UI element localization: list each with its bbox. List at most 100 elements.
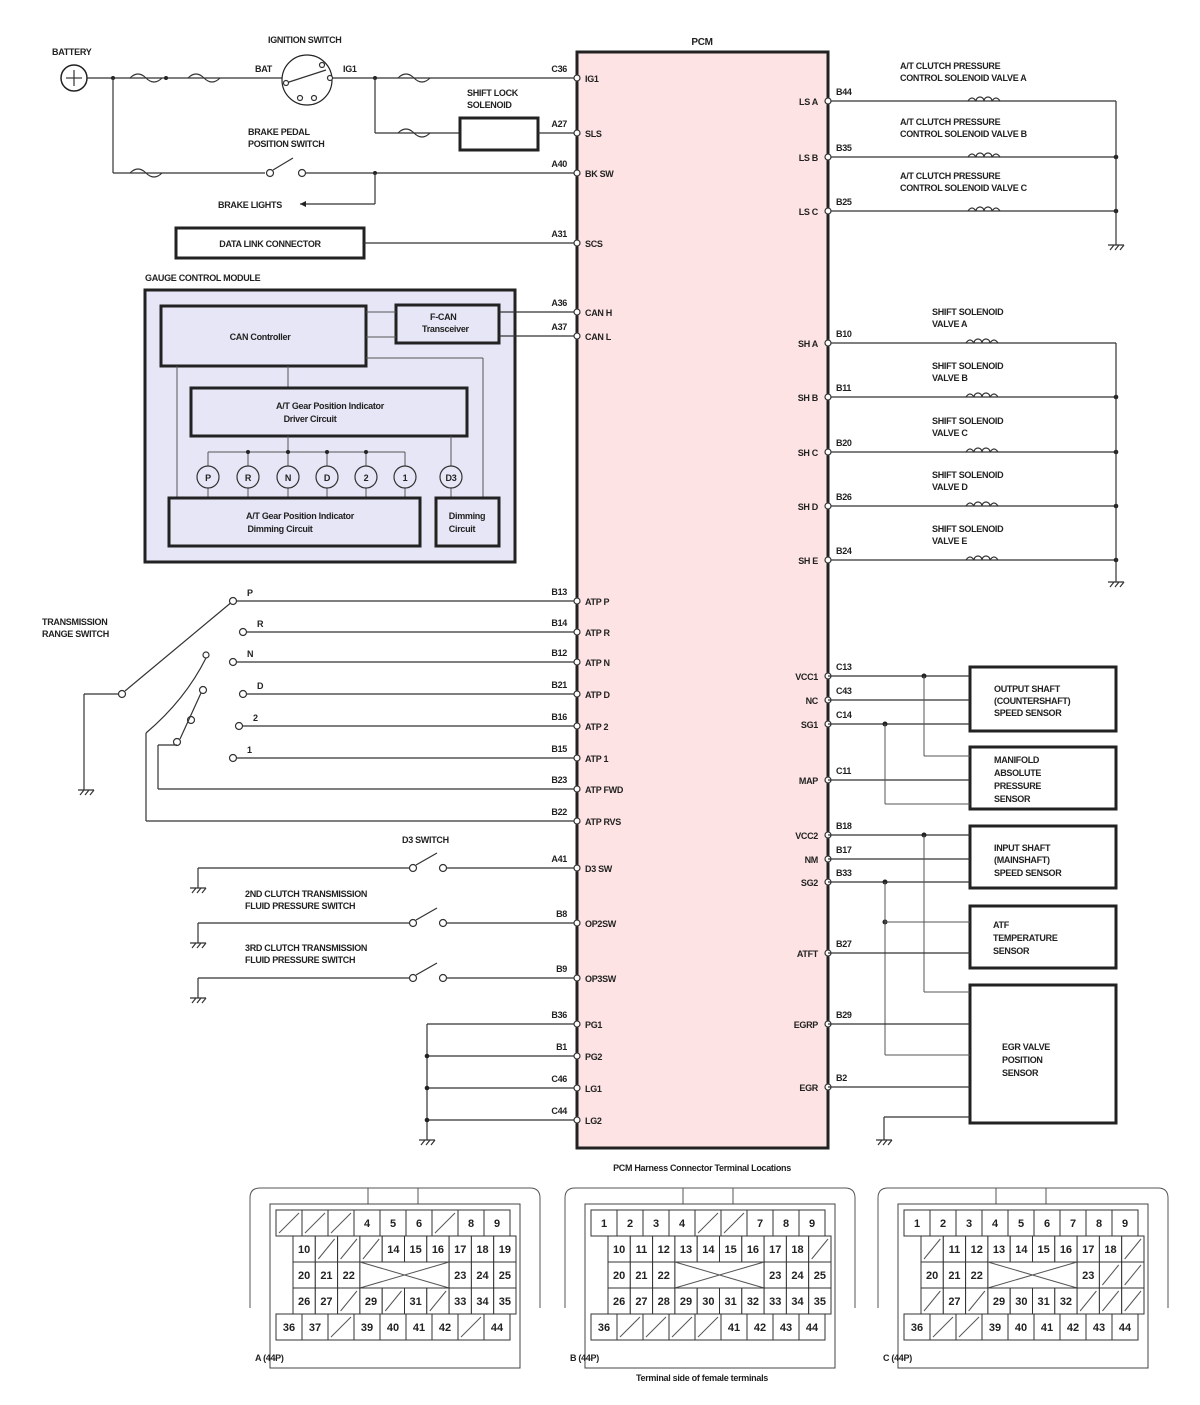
unused-terminal-icon — [923, 1238, 941, 1260]
pin-code: B27 — [836, 939, 852, 949]
terminal-icon — [824, 97, 832, 105]
fcan-label-1: F-CAN — [430, 312, 457, 322]
terminal-number: 9 — [1122, 1218, 1128, 1230]
terminal-number: 5 — [390, 1218, 396, 1230]
unused-terminal-icon — [671, 1316, 693, 1338]
pin-name: MAP — [799, 776, 818, 786]
pin-code: B1 — [556, 1042, 567, 1052]
pin-code: A40 — [551, 159, 567, 169]
unused-terminal-icon — [330, 1316, 352, 1338]
pin-code: C11 — [836, 766, 851, 776]
pin-code: B10 — [836, 329, 852, 339]
terminal-number: 12 — [971, 1244, 983, 1256]
pin-code: B23 — [551, 775, 567, 785]
pin-code: C44 — [551, 1106, 567, 1116]
shift-valve-label-2: VALVE E — [932, 536, 967, 546]
terminal-number: 3 — [966, 1218, 972, 1230]
terminal-number: 24 — [476, 1270, 489, 1282]
input-shaft-sensor — [968, 824, 1118, 890]
terminal-cell — [1085, 1313, 1113, 1341]
terminal-number: 22 — [343, 1270, 355, 1282]
terminal-number: 13 — [993, 1244, 1005, 1256]
op3-switch — [190, 962, 574, 1004]
shift-lock-label-2: SOLENOID — [467, 100, 512, 110]
terminal-number: 4 — [992, 1218, 999, 1230]
terminal-number: 42 — [1067, 1322, 1079, 1334]
terminal-number: 10 — [298, 1244, 310, 1256]
unused-terminal-icon — [811, 1238, 829, 1260]
terminal-number: 39 — [989, 1322, 1001, 1334]
unused-terminal-icon — [697, 1316, 719, 1338]
pin-name: D3 SW — [585, 864, 613, 874]
terminal-cell — [981, 1313, 1009, 1341]
unused-terminal-icon — [1102, 1264, 1120, 1286]
pin-code: B24 — [836, 546, 852, 556]
range-switch-label-1: TRANSMISSION — [42, 617, 107, 627]
terminal-number: 17 — [454, 1244, 466, 1256]
shift-valve: SHIFT SOLENOID VALVE B — [831, 361, 1119, 400]
terminal-number: 8 — [468, 1218, 474, 1230]
terminal-number: 6 — [1044, 1218, 1050, 1230]
shift-valve-label-1: SHIFT SOLENOID — [932, 307, 1004, 317]
terminal-number: 25 — [499, 1270, 511, 1282]
unused-terminal-icon — [278, 1212, 300, 1234]
range-position-label: R — [257, 619, 264, 629]
terminal-icon — [573, 1052, 581, 1060]
shift-lock-solenoid — [458, 116, 540, 152]
shift-valve-label-2: VALVE B — [932, 373, 968, 383]
indicator-lamp-icon — [393, 465, 417, 489]
pcm-label: PCM — [691, 37, 712, 48]
terminal-number: 39 — [361, 1322, 373, 1334]
pin-code: A31 — [551, 229, 567, 239]
ignition-switch-label: IGNITION SWITCH — [268, 35, 342, 45]
op3-label-1: 3RD CLUTCH TRANSMISSION — [245, 943, 367, 953]
terminal-cell — [903, 1313, 931, 1341]
pin-name: SH B — [798, 393, 819, 403]
unused-terminal-icon — [645, 1316, 667, 1338]
fcan-transceiver — [394, 303, 501, 345]
gear-indicator-n: N — [276, 450, 300, 498]
pin-name: IG1 — [585, 74, 599, 84]
pin-code: B11 — [836, 383, 851, 393]
terminal-number: 9 — [494, 1218, 500, 1230]
connectors-title: PCM Harness Connector Terminal Locations — [613, 1163, 791, 1173]
ignition-switch-icon[interactable] — [281, 54, 333, 106]
switch-icon — [415, 907, 438, 921]
terminal-icon — [573, 332, 581, 340]
pin-code: B36 — [551, 1010, 567, 1020]
terminal-icon — [573, 1020, 581, 1028]
terminal-number: 14 — [387, 1244, 400, 1256]
terminal-number: 35 — [499, 1296, 511, 1308]
unused-terminal-icon — [619, 1316, 641, 1338]
range-position-d: D — [238, 681, 574, 699]
fuse-icon — [129, 73, 163, 83]
ground-icon — [876, 1139, 893, 1146]
pin-code: B26 — [836, 492, 852, 502]
range-position-r: R — [238, 619, 574, 637]
unused-terminal-icon — [968, 1290, 986, 1312]
terminal-number: 15 — [725, 1244, 737, 1256]
terminal-number: 27 — [635, 1296, 647, 1308]
ls-valve-label-2: CONTROL SOLENOID VALVE A — [900, 73, 1027, 83]
terminal-icon — [573, 722, 581, 730]
terminal-cell — [720, 1313, 748, 1341]
terminal-cell — [903, 1209, 931, 1237]
unused-terminal-icon — [1102, 1290, 1120, 1312]
pin-name: VCC1 — [795, 672, 818, 682]
egr-label-3: SENSOR — [1002, 1068, 1039, 1078]
unused-terminal-icon — [697, 1212, 719, 1234]
terminal-number: 7 — [1070, 1218, 1076, 1230]
pin-name: SH C — [798, 448, 819, 458]
terminal-icon — [824, 448, 832, 456]
terminal-number: 14 — [702, 1244, 715, 1256]
ground-icon — [190, 997, 207, 1004]
switch-icon — [415, 962, 438, 976]
shift-valve-label-1: SHIFT SOLENOID — [932, 361, 1004, 371]
pin-name: NC — [806, 696, 819, 706]
ls-valve-label-1: A/T CLUTCH PRESSURE — [900, 61, 1001, 71]
pin-code: B15 — [551, 744, 567, 754]
